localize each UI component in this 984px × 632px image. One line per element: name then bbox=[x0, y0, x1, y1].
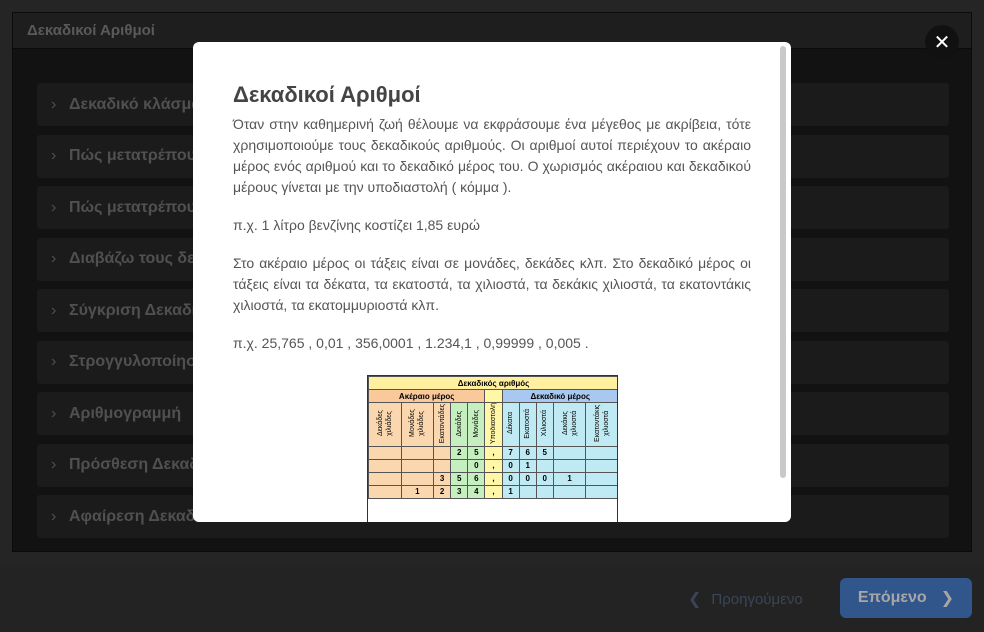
footer-bar bbox=[0, 565, 984, 632]
column-header: Εκατοστά bbox=[524, 408, 532, 439]
table-cell: 5 bbox=[467, 445, 486, 460]
table-cell bbox=[400, 445, 435, 460]
next-label: Επόμενο bbox=[857, 589, 927, 606]
modal-title: Δεκαδικοί Αριθμοί bbox=[233, 82, 421, 107]
table-cell: 6 bbox=[518, 445, 537, 460]
table-cell: , bbox=[484, 458, 503, 473]
table-row: 0 , 0 1 bbox=[368, 458, 617, 473]
previous-button[interactable]: ❮ Προηγούμενο bbox=[688, 588, 803, 610]
table-cell bbox=[552, 484, 587, 499]
table-cell bbox=[518, 484, 537, 499]
column-headers: Δεκάδες χιλιάδες Μονάδες χιλιάδες Εκατον… bbox=[368, 402, 617, 447]
table-cell: , bbox=[484, 484, 503, 499]
table-cell: 1 bbox=[400, 484, 435, 499]
table-cell bbox=[400, 471, 435, 486]
table-cell bbox=[585, 471, 617, 486]
table-cell: 0 bbox=[467, 458, 486, 473]
table-cell: 7 bbox=[501, 445, 520, 460]
decimal-part-header: Δεκαδικό μέρος bbox=[501, 389, 617, 403]
table-cell: , bbox=[484, 471, 503, 486]
table-row: 1 2 3 4 , 1 bbox=[368, 484, 617, 499]
table-cell bbox=[368, 471, 402, 486]
table-cell bbox=[368, 458, 402, 473]
chevron-right-icon: › bbox=[51, 250, 57, 267]
table-cell bbox=[585, 445, 617, 460]
table-cell bbox=[585, 484, 617, 499]
chevron-right-icon: › bbox=[51, 147, 57, 164]
column-header: Υποδιαστολή bbox=[489, 403, 497, 444]
table-cell bbox=[552, 458, 587, 473]
column-header: Μονάδες bbox=[472, 409, 480, 438]
chevron-right-icon: › bbox=[51, 198, 57, 216]
column-header: Δέκατα bbox=[507, 412, 515, 435]
table-cell: 5 bbox=[535, 445, 554, 460]
decimal-place-value-table: Δεκαδικός αριθμός Ακέραιο μέρος Δεκαδικό… bbox=[367, 375, 618, 522]
table-cell bbox=[585, 458, 617, 473]
table-cell bbox=[535, 458, 554, 473]
table-cell: 0 bbox=[518, 471, 537, 486]
column-header: Χιλιοστά bbox=[541, 410, 549, 437]
integer-part-header: Ακέραιο μέρος bbox=[368, 389, 486, 403]
modal-scrollbar[interactable] bbox=[780, 46, 786, 478]
column-header: Δεκάκις χιλιοστά bbox=[561, 410, 578, 437]
example-paragraph: π.χ. 1 λίτρο βενζίνης κοστίζει 1,85 ευρώ bbox=[233, 217, 480, 233]
table-cell: 3 bbox=[433, 471, 452, 486]
chevron-right-icon: › bbox=[51, 353, 57, 370]
table-cell bbox=[400, 458, 435, 473]
close-icon: ✕ bbox=[933, 31, 951, 54]
table-cell bbox=[368, 445, 402, 460]
app-title: Δεκαδικοί Αριθμοί bbox=[27, 22, 155, 39]
column-header: Εκατοντάδες bbox=[438, 403, 446, 444]
column-header: Δεκάδες bbox=[455, 410, 463, 437]
topic-label: Στρογγυλοποίηση bbox=[69, 353, 207, 370]
table-cell: 1 bbox=[501, 484, 520, 499]
column-header: Μονάδες χιλιάδες bbox=[409, 409, 426, 438]
chevron-right-icon: ❯ bbox=[940, 590, 955, 607]
table-cell: 0 bbox=[501, 458, 520, 473]
table-row: 2 5 , 7 6 5 bbox=[368, 445, 617, 460]
chevron-right-icon: › bbox=[51, 456, 57, 473]
table-cell bbox=[433, 458, 452, 473]
info-modal: Δεκαδικοί Αριθμοί Όταν στην καθημερινή ζ… bbox=[193, 42, 791, 522]
topic-label: Αφαίρεση Δεκαδικών bbox=[69, 507, 231, 525]
topic-label: Δεκαδικό κλάσμα bbox=[69, 95, 202, 113]
chevron-left-icon: ❮ bbox=[688, 591, 702, 608]
modal-content: Δεκαδικοί Αριθμοί Όταν στην καθημερινή ζ… bbox=[233, 82, 751, 371]
table-cell: 1 bbox=[518, 458, 537, 473]
intro-paragraph: Όταν στην καθημερινή ζωή θέλουμε να εκφρ… bbox=[233, 116, 751, 195]
table-cell bbox=[535, 484, 554, 499]
table-cell: 2 bbox=[450, 445, 469, 460]
places-paragraph: Στο ακέραιο μέρος οι τάξεις είναι σε μον… bbox=[233, 255, 751, 313]
chevron-right-icon: › bbox=[51, 507, 57, 525]
table-cell: 1 bbox=[552, 471, 587, 486]
table-cell: 4 bbox=[467, 484, 486, 499]
next-button[interactable]: Επόμενο ❯ bbox=[840, 578, 972, 618]
table-row: 3 5 6 , 0 0 0 1 bbox=[368, 471, 617, 486]
topic-label: Σύγκριση Δεκαδικών bbox=[69, 301, 227, 319]
close-modal-button[interactable]: ✕ bbox=[925, 25, 959, 59]
chevron-right-icon: › bbox=[51, 95, 57, 113]
table-cell: 0 bbox=[535, 471, 554, 486]
table-cell: 5 bbox=[450, 471, 469, 486]
column-header: Εκατοντάκις χιλιοστά bbox=[594, 404, 611, 443]
table-cell bbox=[433, 445, 452, 460]
column-header: Δεκάδες χιλιάδες bbox=[376, 410, 393, 437]
topic-label: Πρόσθεση Δεκαδικών bbox=[69, 456, 235, 473]
table-cell bbox=[552, 445, 587, 460]
table-cell: 0 bbox=[501, 471, 520, 486]
topic-label: Αριθμογραμμή bbox=[69, 404, 182, 422]
examples-list: π.χ. 25,765 , 0,01 , 356,0001 , 1.234,1 … bbox=[233, 335, 589, 351]
chevron-right-icon: › bbox=[51, 301, 57, 319]
table-cell: 3 bbox=[450, 484, 469, 499]
table-cell: 2 bbox=[433, 484, 452, 499]
chevron-right-icon: › bbox=[51, 404, 57, 422]
table-cell bbox=[450, 458, 469, 473]
table-cell: , bbox=[484, 445, 503, 460]
previous-label: Προηγούμενο bbox=[711, 590, 803, 608]
table-cell: 6 bbox=[467, 471, 486, 486]
table-cell bbox=[368, 484, 402, 499]
topic-label: Πώς μετατρέπουμε bbox=[69, 198, 214, 216]
table-title: Δεκαδικός αριθμός bbox=[368, 376, 617, 390]
topic-label: Πώς μετατρέπουμε bbox=[69, 147, 214, 164]
